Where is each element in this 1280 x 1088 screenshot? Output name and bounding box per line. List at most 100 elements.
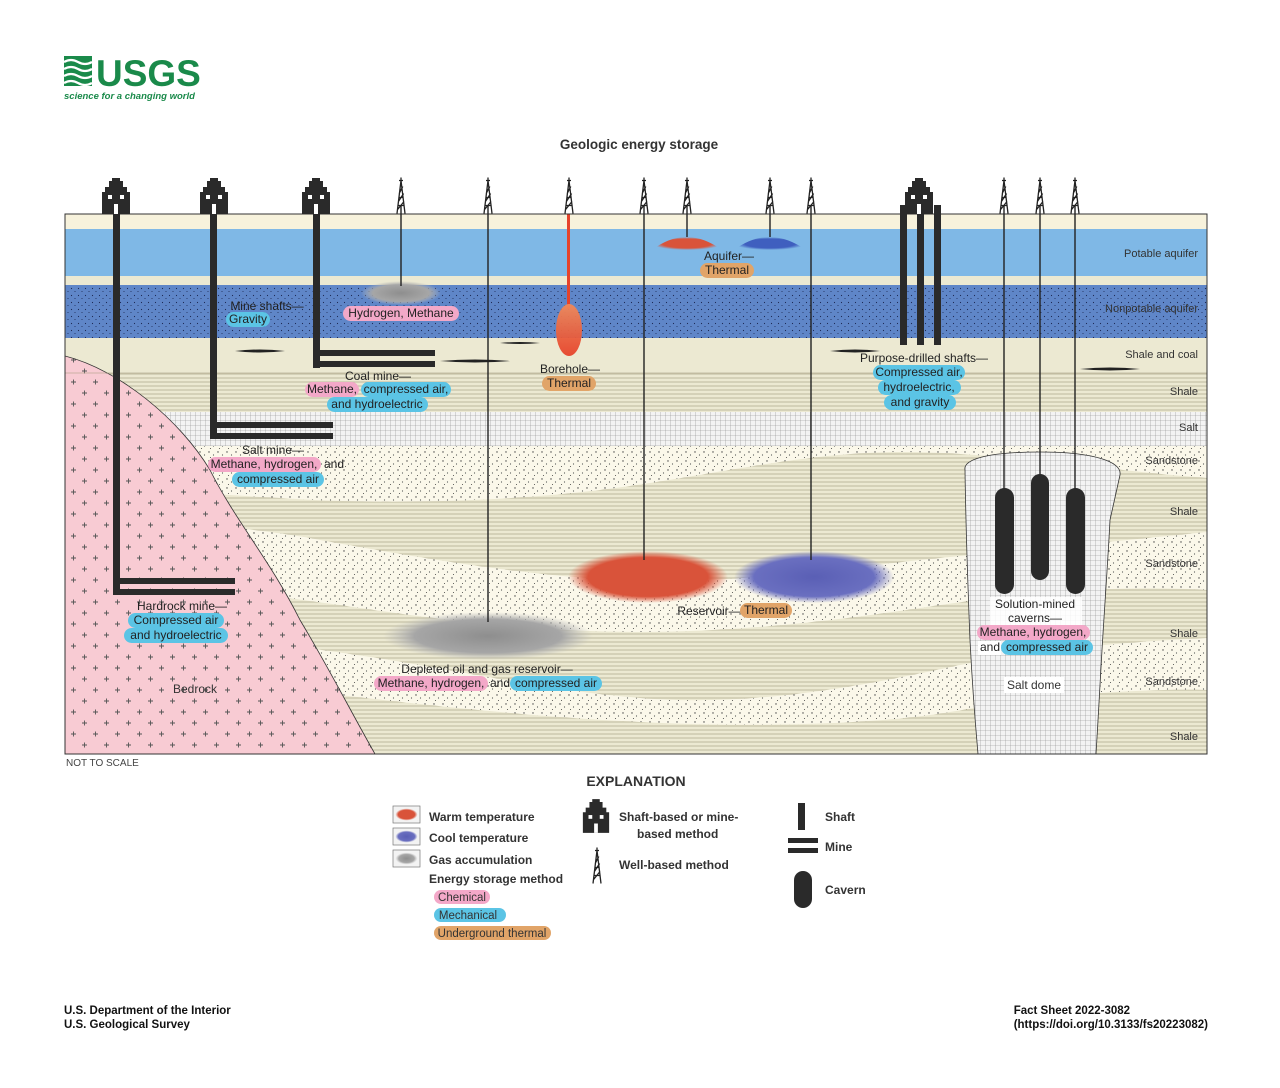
- aquifer-warm-zone: [652, 237, 722, 250]
- legend-mine: Mine: [825, 840, 853, 854]
- label-salt-dome: Salt dome: [1007, 678, 1061, 692]
- svg-text:Coal mine—: Coal mine—: [345, 369, 411, 383]
- coal-seams: [235, 342, 1140, 371]
- legend-mine-icon-top: [788, 838, 818, 843]
- potable-aquifer-layer: [65, 229, 1207, 276]
- label-shale-and-coal: Shale and coal: [1125, 349, 1198, 361]
- svg-text:Borehole—: Borehole—: [540, 362, 600, 376]
- label-salt: Salt: [1179, 422, 1198, 434]
- annotation-solution-mined-caverns: Solution-mined caverns— Methane, hydroge…: [977, 597, 1093, 655]
- borehole-line: [567, 214, 570, 309]
- annotation-purpose-drilled-shafts: Purpose-drilled shafts— Compressed air, …: [860, 351, 988, 410]
- usgs-logo[interactable]: USGS science for a changing world: [63, 53, 201, 102]
- legend-well-based: Well-based method: [619, 858, 729, 872]
- legend-gas: Gas accumulation: [429, 853, 532, 867]
- mine-shafts: [113, 205, 941, 595]
- svg-text:and: and: [490, 676, 510, 690]
- svg-text:Methane, hydrogen,: Methane, hydrogen,: [211, 457, 318, 471]
- sandstone-layer-3: [65, 620, 1207, 725]
- svg-text:Compressed air: Compressed air: [134, 613, 219, 627]
- footer-doi[interactable]: (https://doi.org/10.3133/fs20223082): [1013, 1019, 1208, 1031]
- annotation-coal-mine: Coal mine— Methane, compressed air, and …: [305, 369, 451, 412]
- svg-text:Reservoir—: Reservoir—: [677, 604, 740, 618]
- label-shale-3: Shale: [1170, 628, 1198, 640]
- footer-dept: U.S. Department of the Interior: [64, 1005, 231, 1017]
- legend-mine-icon-bottom: [788, 848, 818, 853]
- svg-text:Methane, hydrogen,: Methane, hydrogen,: [378, 676, 485, 690]
- legend-thermal-swatch: [434, 926, 551, 940]
- legend-warm-swatch: [395, 808, 418, 821]
- legend-cool-swatch: [395, 830, 418, 843]
- svg-text:Methane, hydrogen,: Methane, hydrogen,: [980, 625, 1087, 639]
- label-sandstone-2: Sandstone: [1145, 558, 1198, 570]
- annotation-reservoir: Reservoir— Thermal: [677, 603, 792, 618]
- well-lines: [400, 205, 1076, 622]
- salt-layer: [65, 412, 1207, 446]
- svg-text:and: and: [980, 640, 1000, 654]
- footer-survey: U.S. Geological Survey: [64, 1019, 190, 1031]
- aquifer-cool-zone: [734, 237, 806, 250]
- footer-left: U.S. Department of the Interior U.S. Geo…: [64, 1004, 231, 1032]
- usgs-logo-mark: [63, 56, 93, 87]
- legend-shaft: Shaft: [825, 810, 855, 824]
- layer-labels: Potable aquifer Nonpotable aquifer Shale…: [1105, 248, 1198, 743]
- borehole-heat-zone: [556, 304, 582, 356]
- not-to-scale: NOT TO SCALE: [66, 758, 139, 769]
- legend-thermal: Underground thermal: [438, 928, 547, 940]
- shale-and-coal-layer: [65, 338, 1207, 373]
- svg-text:Mine shafts—: Mine shafts—: [230, 299, 303, 313]
- label-sandstone-1: Sandstone: [1145, 455, 1198, 467]
- svg-text:and gravity: and gravity: [891, 395, 950, 409]
- legend-warm: Warm temperature: [429, 810, 535, 824]
- sandstone-layer-1: [65, 446, 1207, 502]
- svg-text:Methane,: Methane,: [307, 382, 357, 396]
- legend-gas-swatch: [395, 852, 418, 865]
- annotation-aquifer: Aquifer— Thermal: [700, 249, 754, 278]
- legend-chemical: Chemical: [438, 892, 486, 904]
- footer-right: Fact Sheet 2022-3082 (https://doi.org/10…: [1014, 1004, 1208, 1032]
- annotation-hardrock-mine: Hardrock mine— Compressed air and hydroe…: [124, 599, 228, 643]
- svg-text:Salt mine—: Salt mine—: [242, 443, 304, 457]
- svg-text:caverns—: caverns—: [1008, 611, 1062, 625]
- svg-text:Aquifer—: Aquifer—: [704, 249, 754, 263]
- surface-derricks: [396, 177, 1080, 214]
- cross-section: [65, 214, 1207, 754]
- annotation-salt-mine: Salt mine— Methane, hydrogen, and compre…: [208, 443, 344, 487]
- explanation-legend: EXPLANATION Warm temperature Cool temper…: [392, 773, 866, 940]
- legend-shaft-icon: [798, 803, 805, 830]
- svg-text:Hardrock mine—: Hardrock mine—: [137, 599, 227, 613]
- svg-text:Depleted oil and gas reservoir: Depleted oil and gas reservoir—: [401, 662, 572, 676]
- label-potable-aquifer: Potable aquifer: [1124, 248, 1198, 260]
- svg-text:Solution-mined: Solution-mined: [995, 597, 1075, 611]
- svg-text:Compressed air,: Compressed air,: [875, 365, 962, 379]
- svg-text:compressed air: compressed air: [1006, 640, 1088, 654]
- legend-method-heading: Energy storage method: [429, 872, 563, 886]
- label-shale-4: Shale: [1170, 731, 1198, 743]
- depleted-reservoir-gas: [383, 612, 593, 660]
- nonpotable-aquifer-layer: [65, 285, 1207, 338]
- annotation-borehole: Borehole— Thermal: [540, 362, 600, 391]
- legend-mechanical: Mechanical: [439, 910, 497, 922]
- sandstone-layer-2: [65, 510, 1207, 632]
- annotation-mine-shafts: Mine shafts— Gravity: [226, 299, 304, 327]
- svg-text:Thermal: Thermal: [705, 263, 749, 277]
- svg-text:Gravity: Gravity: [229, 312, 267, 326]
- legend-mine-house-icon: [582, 799, 610, 833]
- diagram-title: Geologic energy storage: [560, 137, 719, 152]
- svg-text:and hydroelectric: and hydroelectric: [130, 628, 221, 642]
- reservoir-cool-zone: [734, 551, 894, 603]
- svg-text:compressed air: compressed air: [515, 676, 597, 690]
- legend-shaft-based-1: Shaft-based or mine-: [619, 810, 738, 824]
- bedrock: [65, 355, 376, 754]
- svg-text:Thermal: Thermal: [744, 603, 788, 617]
- svg-text:and: and: [324, 457, 344, 471]
- label-bedrock: Bedrock: [173, 682, 218, 696]
- legend-chemical-swatch: [434, 890, 490, 904]
- legend-cool: Cool temperature: [429, 831, 529, 845]
- annotation-hydrogen-methane: Hydrogen, Methane: [343, 306, 459, 321]
- svg-text:compressed air,: compressed air,: [364, 382, 449, 396]
- legend-derrick-icon: [592, 846, 602, 885]
- legend-shaft-based-2: based method: [637, 827, 718, 841]
- footer-fact-sheet: Fact Sheet 2022-3082: [1013, 1005, 1131, 1017]
- label-nonpotable-aquifer: Nonpotable aquifer: [1105, 303, 1198, 315]
